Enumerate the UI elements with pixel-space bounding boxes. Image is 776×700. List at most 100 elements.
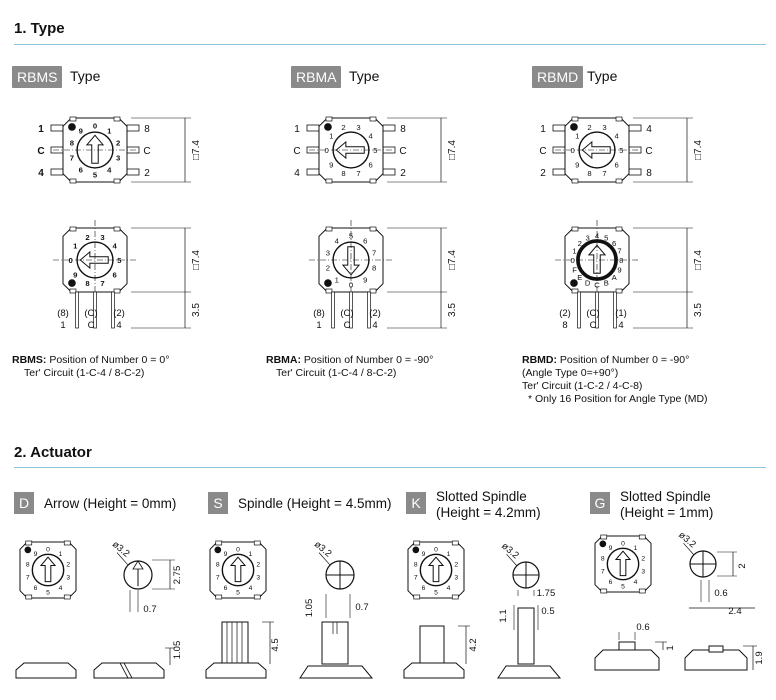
- dial-digit: 1: [329, 132, 333, 141]
- dial-digit: 0: [46, 547, 50, 554]
- housing-notch: [600, 534, 608, 540]
- dial-digit: C: [594, 280, 600, 289]
- marker-dot: [412, 546, 420, 554]
- arrow-icon: [427, 556, 445, 583]
- pin-label: 1: [294, 124, 300, 135]
- dial-digit: 3: [602, 123, 606, 132]
- pin-label: 4: [372, 320, 377, 331]
- side-profile: [594, 649, 660, 671]
- arrow-group: [587, 244, 607, 274]
- pin-label: (1): [615, 308, 627, 319]
- dial-digit: 4: [634, 579, 638, 586]
- dimension-label: 0.5: [541, 606, 554, 617]
- dial-digit: 9: [617, 265, 621, 274]
- housing-notch: [63, 540, 71, 546]
- dial-digit: 6: [363, 236, 367, 245]
- dial-digit: 3: [326, 248, 330, 257]
- dial-digit: 9: [224, 551, 228, 558]
- arrow-icon: [39, 556, 57, 583]
- housing-notch: [615, 178, 623, 184]
- pin-label: 1: [60, 320, 65, 331]
- pin-label: 1: [38, 124, 44, 135]
- dial-digit: 9: [363, 276, 367, 285]
- dimension-label: 0.6: [714, 588, 727, 599]
- terminal-pin: [382, 124, 396, 132]
- type-badge-label: Type: [349, 68, 380, 84]
- dial-digit: 5: [434, 589, 438, 596]
- type-badge-rbmd: RBMD: [532, 66, 584, 88]
- marker-dot: [599, 540, 607, 548]
- arrow-group: [85, 134, 105, 164]
- spindle-body: [221, 621, 249, 665]
- dimension-label: 3.5: [693, 303, 704, 317]
- pin-label: C: [539, 146, 546, 157]
- dial-digit: 9: [73, 270, 77, 279]
- housing-notch: [615, 116, 623, 122]
- terminal-pin: [306, 124, 320, 132]
- dial-digit: 1: [572, 247, 576, 256]
- dial-digit: 9: [34, 551, 38, 558]
- drawing-line: [123, 662, 133, 679]
- rbmd-drawing: 14CC280123456789□7.40123456789ABCDEF□7.4…: [539, 116, 704, 331]
- terminal-pin: [50, 168, 64, 176]
- spindle-body: [419, 625, 445, 665]
- dial-digit: A: [612, 273, 618, 282]
- dial-digit: E: [577, 273, 582, 282]
- dial-digit: 5: [373, 146, 377, 155]
- dial-digit: 2: [326, 264, 330, 273]
- dial-digit: 5: [604, 234, 608, 243]
- dial-digit: 0: [69, 256, 73, 265]
- housing-notch: [325, 116, 333, 122]
- dimension-label: 3.5: [191, 303, 202, 317]
- arrow-group: [39, 556, 57, 583]
- dimension-label: 2: [737, 563, 748, 568]
- dimension-label: 1: [665, 645, 676, 650]
- housing-notch: [369, 116, 377, 122]
- actuator-label-d: Arrow (Height = 0mm): [44, 496, 177, 511]
- dimension-label: □7.4: [447, 250, 458, 270]
- dial-digit: 4: [615, 132, 620, 141]
- terminal-pin: [552, 124, 566, 132]
- dimension-label: 0.6: [636, 622, 649, 633]
- dimension-label: 1.75: [537, 588, 556, 599]
- dial-digit: 0: [93, 122, 97, 131]
- dial-digit: 4: [447, 585, 451, 592]
- dimension-label: 4.5: [270, 638, 281, 651]
- dimension-label: 2.75: [172, 566, 183, 585]
- dimension-label: 2.4: [728, 606, 741, 617]
- dial-digit: 2: [85, 233, 89, 242]
- housing-notch: [69, 116, 77, 122]
- dial-digit: 7: [356, 169, 360, 178]
- actuator-label-s: Spindle (Height = 4.5mm): [238, 496, 392, 511]
- pin-label: C: [590, 320, 597, 331]
- dial-digit: 6: [612, 239, 616, 248]
- terminal-lead: [349, 291, 353, 329]
- drawing-line: [506, 553, 518, 567]
- actuator-label-g: Slotted Spindle (Height = 1mm): [620, 489, 714, 520]
- dial-digit: 3: [641, 569, 645, 576]
- housing-notch: [25, 540, 33, 546]
- dimension-label: □7.4: [693, 140, 704, 160]
- dial-digit: 2: [116, 138, 120, 147]
- terminal-lead: [613, 291, 617, 329]
- housing-notch: [571, 226, 579, 232]
- dial-digit: 7: [414, 575, 418, 582]
- housing-notch: [253, 594, 261, 600]
- section-divider: [14, 467, 766, 468]
- dial-digit: 6: [422, 585, 426, 592]
- spindle-section: [517, 607, 535, 665]
- housing-notch: [63, 594, 71, 600]
- dial-digit: 3: [116, 154, 120, 163]
- dial-digit: 0: [434, 547, 438, 554]
- dial-digit: 6: [113, 270, 117, 279]
- dial-digit: 3: [356, 123, 360, 132]
- dial-digit: 5: [93, 170, 98, 179]
- drawing-line: [116, 552, 129, 566]
- dial-digit: B: [604, 278, 609, 287]
- dimension-label: 1.05: [172, 641, 183, 660]
- housing-notch: [25, 594, 33, 600]
- dial-digit: 6: [224, 585, 228, 592]
- housing-notch: [451, 540, 459, 546]
